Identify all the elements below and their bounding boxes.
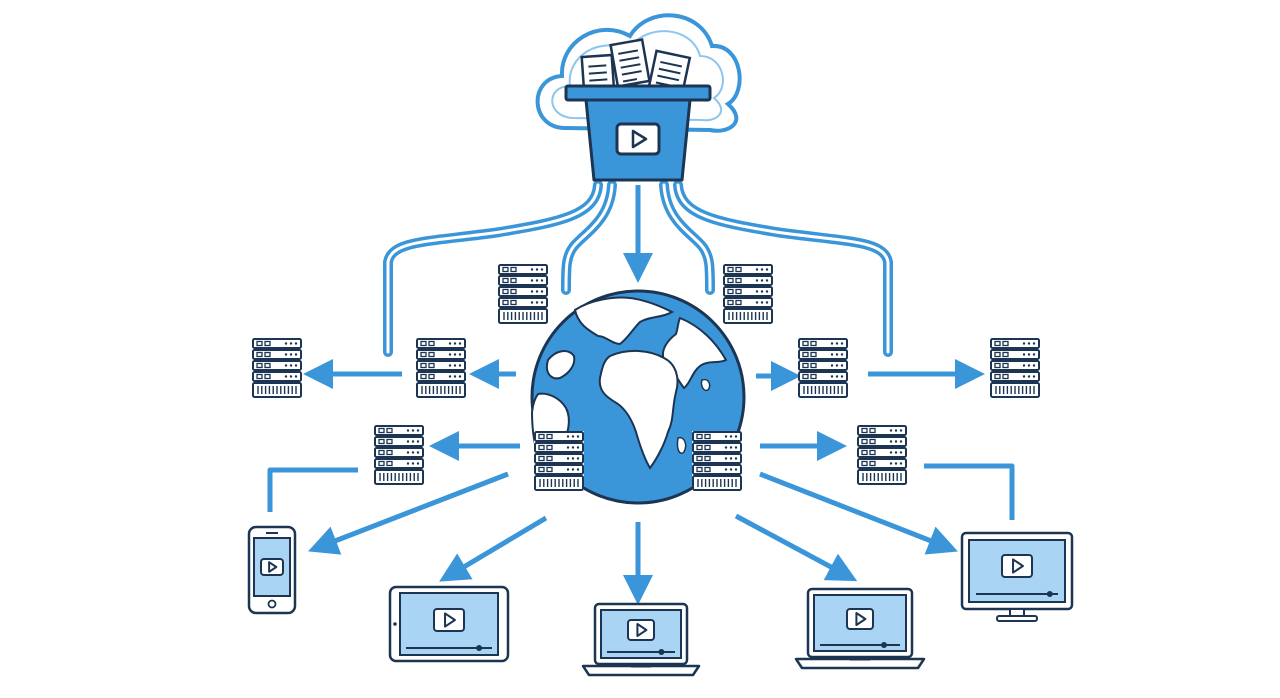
- storage-bin-rim: [564, 84, 712, 102]
- server-unit: [857, 425, 907, 436]
- laptop-icon: [794, 587, 926, 670]
- server-unit: [252, 338, 302, 349]
- server-unit: [374, 436, 424, 447]
- play-button-icon: [627, 619, 655, 641]
- server-unit: [498, 275, 548, 286]
- smartphone-icon: [247, 525, 297, 615]
- server-unit: [990, 360, 1040, 371]
- globe-landmass-island: [700, 378, 711, 392]
- server-rack-icon: [857, 425, 907, 489]
- edge-servers: [252, 264, 1040, 495]
- connector-line: [267, 467, 358, 512]
- distribution-line-gap: [564, 183, 614, 292]
- globe-icon: [530, 289, 746, 505]
- server-unit: [798, 371, 848, 382]
- server-unit: [534, 431, 584, 442]
- play-button-icon: [433, 608, 465, 632]
- monitor-icon: [960, 531, 1074, 622]
- server-unit: [416, 349, 466, 360]
- server-unit: [990, 371, 1040, 382]
- server-rack-icon: [723, 264, 773, 328]
- play-button-icon: [260, 558, 284, 576]
- server-unit: [990, 349, 1040, 360]
- tablet-icon: [388, 585, 510, 663]
- server-rack-icon: [252, 338, 302, 402]
- server-unit: [534, 453, 584, 464]
- server-unit: [723, 297, 773, 308]
- globe-landmass-africa: [598, 350, 679, 470]
- server-unit: [692, 464, 742, 475]
- monitor-stand: [996, 615, 1038, 622]
- laptop-base: [581, 664, 701, 677]
- globe-landmass-north-america: [546, 350, 576, 380]
- server-unit: [692, 442, 742, 453]
- origin-distribution-lines: [383, 180, 893, 357]
- server-unit: [252, 349, 302, 360]
- play-button-icon: [1001, 554, 1033, 578]
- server-unit: [374, 447, 424, 458]
- document-icon: [609, 38, 651, 88]
- server-unit: [798, 360, 848, 371]
- server-unit: [692, 453, 742, 464]
- arrow: [759, 471, 958, 555]
- server-unit: [534, 464, 584, 475]
- distribution-line-gap: [386, 183, 600, 354]
- server-unit: [252, 360, 302, 371]
- server-unit: [723, 286, 773, 297]
- server-unit: [416, 338, 466, 349]
- server-unit: [723, 275, 773, 286]
- distribution-line-gap: [676, 183, 890, 354]
- distribution-line-gap: [662, 183, 712, 292]
- end-devices: [247, 525, 1074, 677]
- play-icon: [615, 122, 661, 156]
- server-unit: [723, 264, 773, 275]
- server-rack-icon: [374, 425, 424, 489]
- server-rack-icon: [498, 264, 548, 328]
- server-unit: [498, 286, 548, 297]
- arrow: [308, 471, 509, 555]
- server-unit: [857, 436, 907, 447]
- server-unit: [692, 431, 742, 442]
- connector-line: [924, 463, 1015, 520]
- server-unit: [252, 371, 302, 382]
- server-unit: [857, 447, 907, 458]
- server-unit: [374, 458, 424, 469]
- server-unit: [534, 442, 584, 453]
- server-rack-icon: [416, 338, 466, 402]
- server-unit: [374, 425, 424, 436]
- play-button-icon: [846, 608, 874, 630]
- server-unit: [990, 338, 1040, 349]
- server-rack-icon: [534, 431, 584, 495]
- globe-landmass-eurasia: [573, 296, 675, 346]
- server-unit: [416, 371, 466, 382]
- laptop-icon: [581, 602, 701, 677]
- server-rack-icon: [798, 338, 848, 402]
- server-unit: [857, 458, 907, 469]
- server-rack-icon: [692, 431, 742, 495]
- server-unit: [498, 297, 548, 308]
- server-unit: [416, 360, 466, 371]
- arrow: [734, 513, 858, 582]
- server-rack-icon: [990, 338, 1040, 402]
- delivery-arrows: [267, 359, 1015, 605]
- cloud-storage-video-icon: [535, 13, 742, 182]
- server-unit: [798, 338, 848, 349]
- arrow: [439, 515, 548, 582]
- globe-landmass-island: [676, 436, 687, 454]
- laptop-base: [794, 657, 926, 670]
- server-unit: [498, 264, 548, 275]
- globe-landmass-asia: [662, 316, 728, 390]
- server-unit: [798, 349, 848, 360]
